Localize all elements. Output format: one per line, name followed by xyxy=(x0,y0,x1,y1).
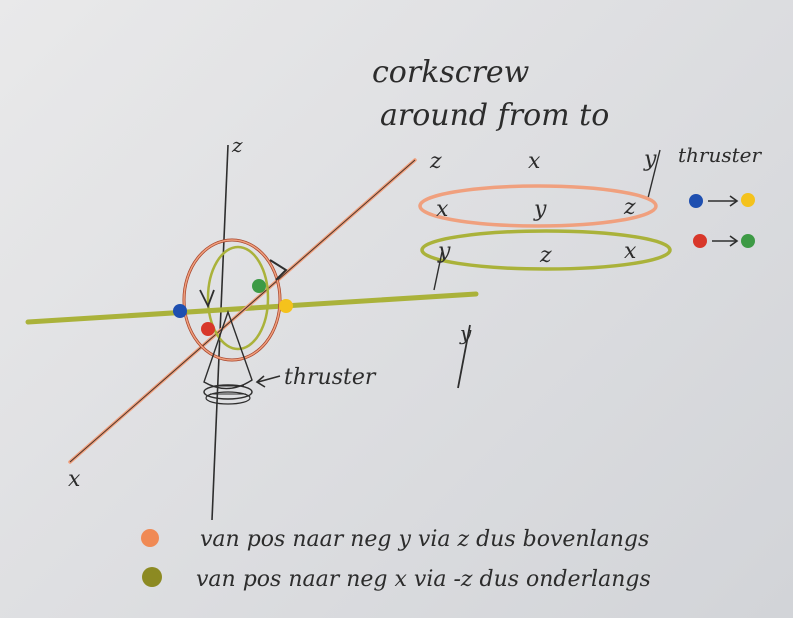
y-axis-line xyxy=(25,291,479,325)
row1-cell-1: x xyxy=(436,197,449,222)
row1-cell-2: y xyxy=(533,197,547,222)
map-green-dot xyxy=(741,234,755,248)
row1-orange-loop xyxy=(418,184,658,228)
arrow-right-icon-1 xyxy=(729,195,739,207)
table-header-3: y xyxy=(643,147,657,172)
table-header-2: x xyxy=(528,149,541,174)
row1-cell-3: z xyxy=(623,195,636,220)
y-axis-stroke xyxy=(457,324,471,389)
thruster-heading: thruster xyxy=(678,143,762,167)
x-axis-label: x xyxy=(68,467,81,492)
legend-olive-text: van pos naar neg x via -z dus onderlangs xyxy=(196,567,651,592)
thruster-nozzle-base xyxy=(205,391,251,405)
orange-ring-highlight xyxy=(183,239,281,361)
green-dot xyxy=(252,279,266,293)
thruster-arrowhead-icon xyxy=(255,375,266,388)
row2-cell-3: x xyxy=(624,239,637,264)
row2-y-stroke xyxy=(433,251,443,291)
legend-olive-swatch xyxy=(142,567,162,587)
thruster-label: thruster xyxy=(284,365,377,390)
legend-orange-swatch xyxy=(141,529,159,547)
rotation-arrow-icon-small xyxy=(199,289,215,309)
table-header-1: z xyxy=(429,149,442,174)
table-header-stroke xyxy=(647,149,661,199)
z-axis-label: z xyxy=(231,133,243,157)
x-axis-pencil-stroke xyxy=(69,159,416,463)
y-axis-label: y xyxy=(459,321,472,345)
title-line-1: corkscrew xyxy=(372,55,530,90)
arrow-right-icon-2 xyxy=(729,235,739,247)
rotation-arrow-icon xyxy=(269,259,288,281)
thruster-pointer xyxy=(257,375,281,383)
thruster-cone xyxy=(203,309,253,390)
olive-ring xyxy=(206,245,270,351)
yellow-dot xyxy=(279,299,293,313)
red-dot xyxy=(201,322,215,336)
map-blue-dot xyxy=(689,194,703,208)
map-yellow-dot xyxy=(741,193,755,207)
title-line-2: around from to xyxy=(380,98,609,133)
blue-dot xyxy=(173,304,187,318)
map-red-dot xyxy=(693,234,707,248)
thruster-nozzle xyxy=(203,384,253,400)
row2-cell-2: z xyxy=(539,243,552,268)
row2-olive-loop xyxy=(420,229,672,271)
row2-cell-1: y xyxy=(437,239,451,264)
legend-orange-text: van pos naar neg y via z dus bovenlangs xyxy=(200,527,649,552)
